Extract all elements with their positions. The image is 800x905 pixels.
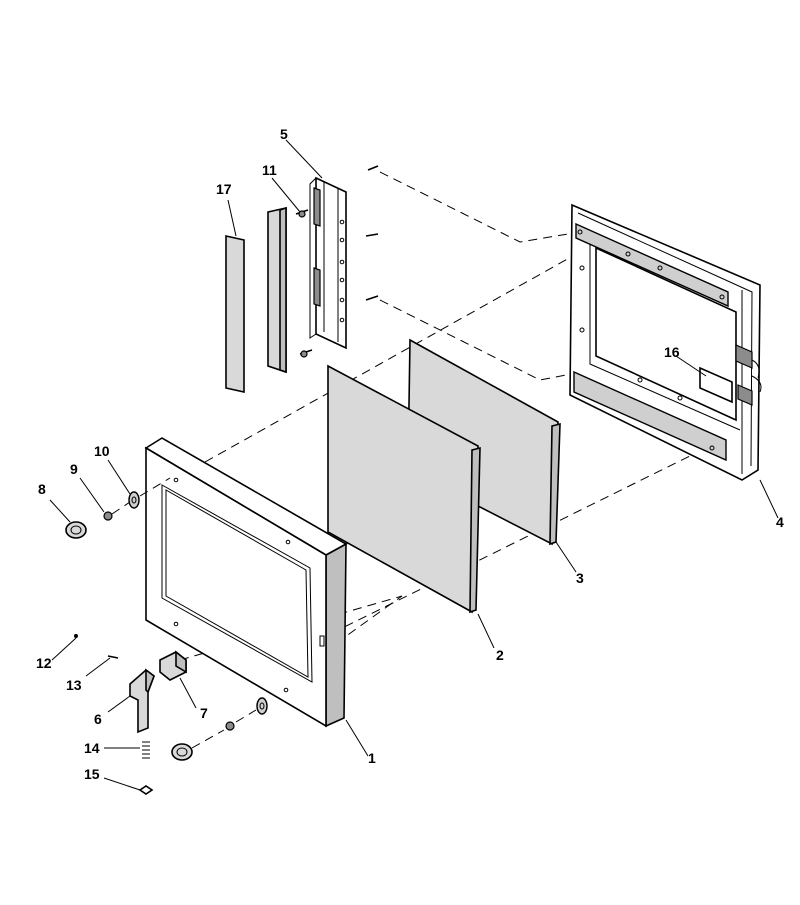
callout-9: 9 (70, 461, 78, 477)
callout-11: 11 (262, 162, 277, 178)
callout-4: 4 (776, 514, 784, 530)
glass-pane-part-2 (327, 364, 481, 614)
callout-1: 1 (368, 750, 376, 766)
callout-13: 13 (66, 677, 82, 693)
handle-part-6 (129, 668, 155, 734)
callout-3: 3 (576, 570, 584, 586)
callout-14: 14 (84, 740, 100, 756)
callout-8: 8 (38, 481, 46, 497)
callout-5: 5 (280, 126, 288, 142)
callout-7: 7 (200, 705, 208, 721)
outer-door-panel-part-1 (144, 437, 348, 728)
knob-assembly-upper (65, 477, 171, 539)
door-frame-part-4 (569, 203, 762, 481)
gasket-strip-part-17 (225, 235, 245, 393)
callout-12: 12 (36, 655, 52, 671)
callout-10: 10 (94, 443, 110, 459)
hinge-bracket-part-5 (295, 165, 379, 358)
knob-assembly-lower (171, 697, 268, 761)
leader-lines (49, 139, 779, 791)
small-hardware (74, 634, 154, 795)
callout-15: 15 (84, 766, 100, 782)
callout-16: 16 (664, 344, 680, 360)
callout-labels: 1 2 3 4 5 6 7 8 9 10 11 12 13 14 15 16 1… (36, 126, 784, 782)
callout-2: 2 (496, 647, 504, 663)
latch-block-part-7 (159, 650, 187, 681)
callout-6: 6 (94, 711, 102, 727)
hinge-cover-part-11 (267, 206, 287, 374)
callout-17: 17 (216, 181, 232, 197)
